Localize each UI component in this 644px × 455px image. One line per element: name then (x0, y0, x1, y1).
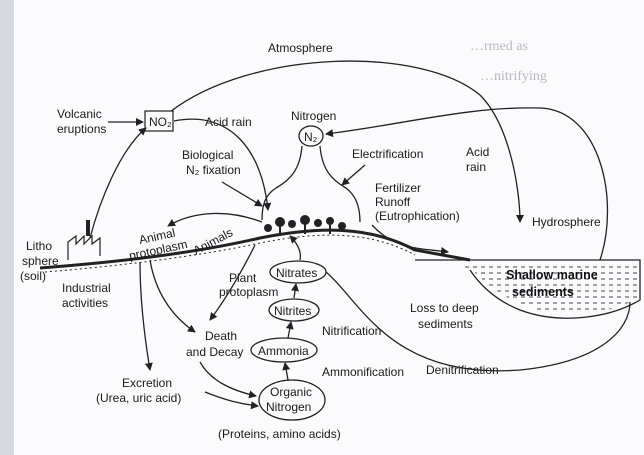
no2-label: NO₂ (149, 115, 172, 129)
litho-label-3: (soil) (20, 269, 46, 283)
organic-to-ammonia-arrow (285, 363, 288, 380)
litho-label-2: sphere (22, 254, 59, 268)
industrial-no2-arrow (90, 128, 146, 238)
loss-label-1: Loss to deep (410, 301, 479, 315)
industrial-label-2: activities (62, 296, 108, 310)
fertilizer-label-2: Runoff (375, 195, 411, 209)
plant-proto-label-1: Plant (229, 271, 257, 285)
death-label-2: and Decay (186, 345, 243, 359)
excretion-label-1: Excretion (122, 376, 172, 390)
animals-label: Animals (191, 225, 235, 257)
ammonia-label: Ammonia (258, 344, 309, 358)
plant-proto-label-2: protoplasm (219, 285, 278, 299)
plants-to-animals-arrow (168, 213, 262, 226)
atmosphere-label: Atmosphere (268, 41, 333, 55)
shallow-label-2: sediments (512, 285, 574, 299)
ammonia-to-nitrites-arrow (288, 322, 291, 338)
electrification-label: Electrification (352, 147, 423, 161)
ammonification-label: Ammonification (322, 365, 404, 379)
loss-label-2: sediments (418, 317, 473, 331)
nitrates-to-plants-arrow (290, 236, 300, 260)
excretion-label-2: (Urea, uric acid) (96, 391, 181, 405)
bio-fix-label-2: N₂ fixation (186, 163, 241, 177)
bio-fix-arrow (222, 182, 262, 206)
hydrosphere-label: Hydrosphere (532, 215, 601, 229)
electrification-arrow (342, 165, 365, 185)
death-label-1: Death (205, 329, 237, 343)
nitrates-label: Nitrates (276, 266, 317, 280)
fertilizer-label-1: Fertilizer (375, 181, 421, 195)
proteins-label: (Proteins, amino acids) (218, 427, 341, 441)
volcanic-label-2: eruptions (57, 122, 106, 136)
n2-label: N₂ (304, 130, 318, 144)
shallow-label-1: Shallow marine (506, 268, 598, 282)
plants-icon (264, 215, 346, 236)
nitrites-to-nitrates-arrow (294, 284, 296, 298)
bio-fix-label-1: Biological (182, 148, 233, 162)
acid-rain-right-label-1: Acid (466, 145, 489, 159)
death-to-organic-arrow (200, 362, 256, 396)
acid-rain-right-arrow (326, 108, 608, 260)
atmosphere-arrow (170, 61, 520, 222)
industrial-label-1: Industrial (62, 281, 111, 295)
acid-rain-right-label-2: rain (466, 160, 486, 174)
organic-label-1: Organic (270, 385, 312, 399)
nitrites-label: Nitrites (274, 304, 311, 318)
volcanic-label-1: Volcanic (57, 107, 102, 121)
page-shadow (0, 0, 14, 455)
animal-to-death-arrow (150, 260, 195, 332)
nitrogen-label: Nitrogen (291, 109, 336, 123)
ghost-text-1: …rmed as (470, 39, 528, 54)
factory-icon (68, 220, 100, 260)
organic-label-2: Nitrogen (266, 400, 311, 414)
fertilizer-label-3: (Eutrophication) (375, 209, 460, 223)
animal-to-excretion-arrow (140, 262, 150, 370)
ground-line (40, 230, 470, 268)
litho-label-1: Litho (26, 239, 52, 253)
nitrification-label: Nitrification (322, 324, 381, 338)
ghost-text-2: …nitrifying (480, 69, 547, 84)
